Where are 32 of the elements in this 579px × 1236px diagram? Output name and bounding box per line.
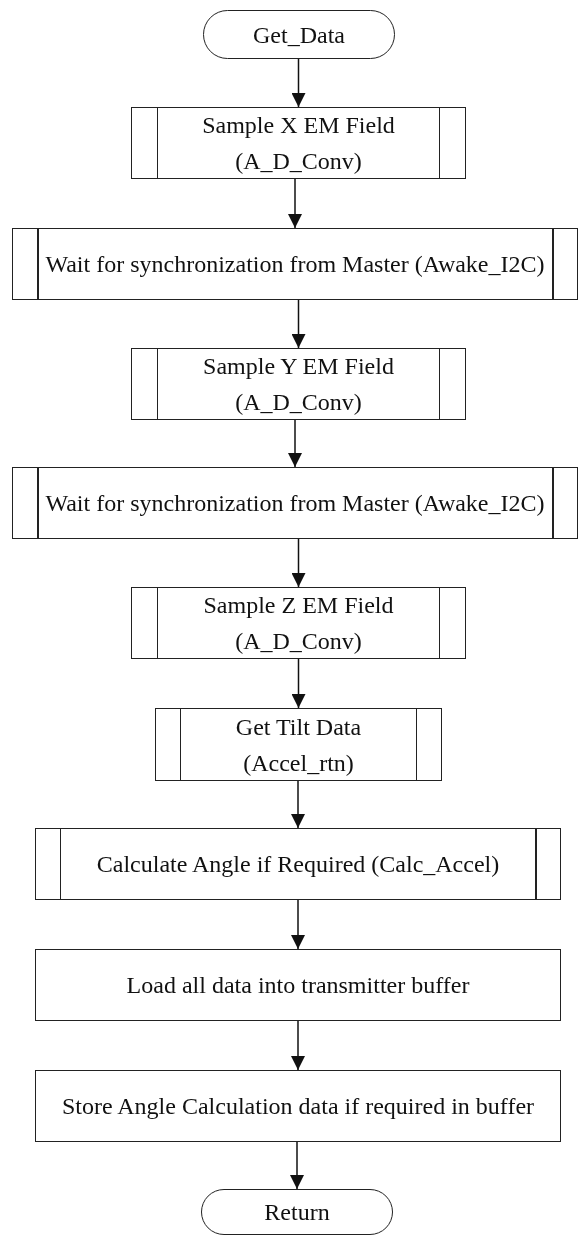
node-label: Sample Y EM Field (A_D_Conv) [202,352,395,417]
subprocess-box [155,708,442,781]
node-label: Sample X EM Field (A_D_Conv) [201,111,396,176]
node-label: Get_Data [253,20,345,50]
node-label: Get Tilt Data (Accel_rtn) [234,712,363,778]
arrow [288,178,302,229]
node-label: Load all data into transmitter buffer [126,971,470,1000]
subprocess-box [35,828,561,900]
process-box [35,949,561,1021]
arrow [291,780,305,829]
node-label: Wait for synchronization from Master (Awake_I2C) [45,489,545,518]
node-label: Wait for synchronization from Master (Awake_I2C) [45,250,545,279]
arrow [288,419,302,468]
arrow [291,1020,305,1071]
subprocess-box [131,107,466,179]
arrow [291,899,305,950]
node-label: Calculate Angle if Required (Calc_Accel) [96,850,500,879]
subprocess-box [131,348,466,420]
terminator-shape [201,1189,393,1235]
terminator-shape [203,10,395,59]
arrow [291,538,306,588]
node-label: Store Angle Calculation data if required in buffer [61,1092,535,1121]
subprocess-box [131,587,466,659]
subprocess-box [12,228,578,300]
arrow [291,299,306,349]
arrow [291,58,306,108]
subprocess-box [12,467,578,539]
arrow [290,1141,304,1190]
process-box [35,1070,561,1142]
node-label: Sample Z EM Field (A_D_Conv) [202,591,395,656]
arrow [291,658,306,709]
node-label: Return [264,1198,330,1227]
